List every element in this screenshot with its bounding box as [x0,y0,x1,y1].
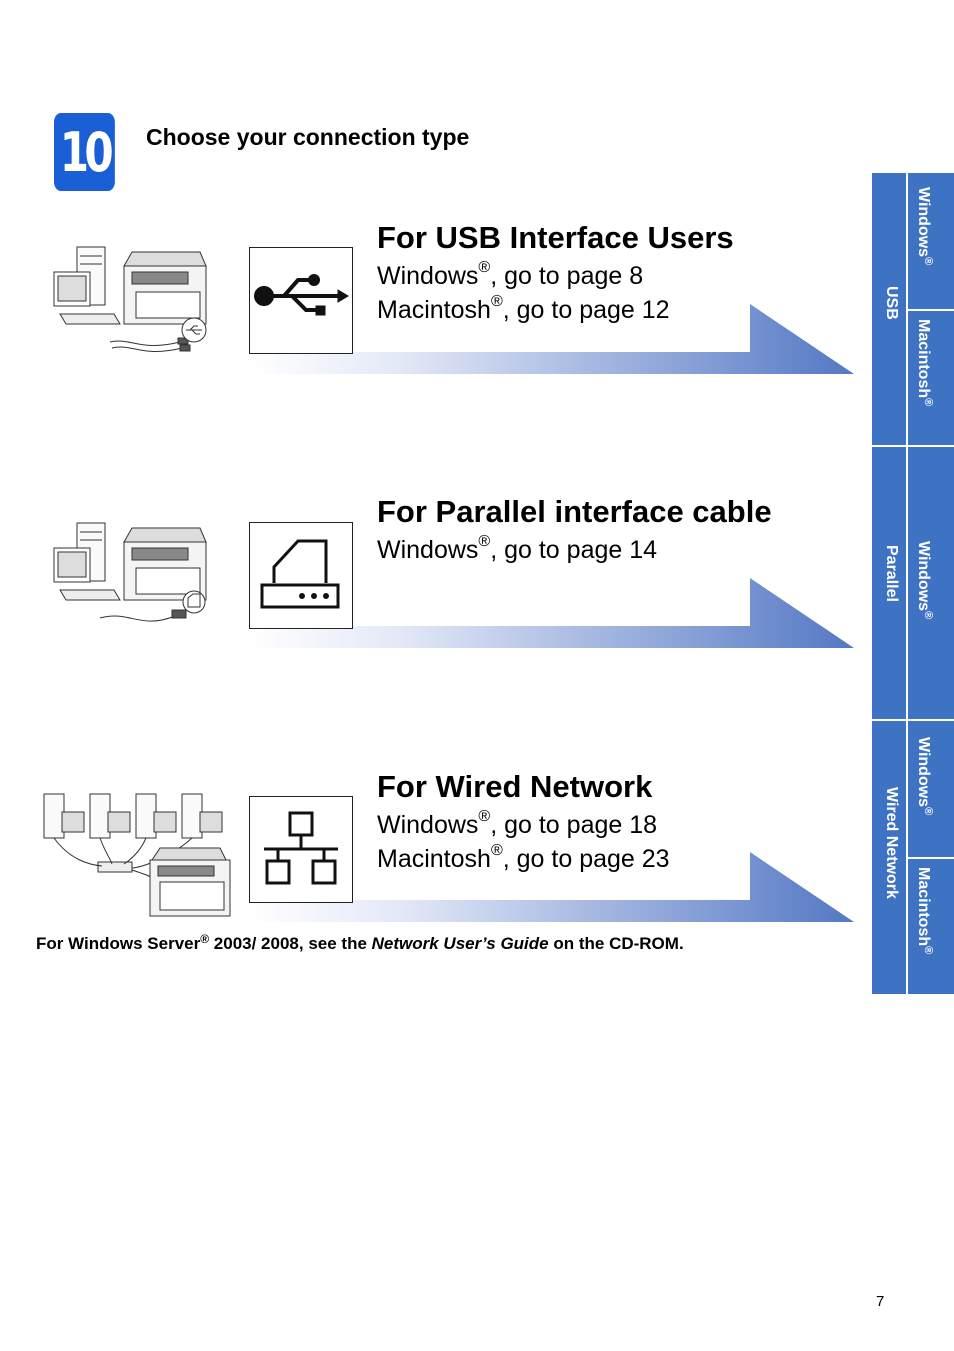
sidebar-usb-macintosh: Macintosh® [915,319,934,407]
network-arrow-band [250,852,854,922]
usb-computer-printer-illustration [53,246,207,352]
sidebar-usb-windows: Windows® [915,187,934,266]
sidebar-wired-windows: Windows® [915,737,934,816]
network-section-title: For Wired Network [377,769,653,804]
parallel-arrow-band [250,578,854,648]
parallel-port-icon [260,539,340,609]
sidebar-parallel-label: Parallel [883,545,900,602]
sidebar-wired-network-label: Wired Network [883,787,900,899]
page-number: 7 [876,1293,885,1310]
parallel-computer-printer-illustration [53,522,207,622]
step-title: Choose your connection type [146,124,470,150]
parallel-windows-line: Windows®, go to page 14 [377,533,658,564]
network-icon [264,811,338,885]
network-computers-printer-illustration [43,793,231,917]
sidebar-parallel-windows: Windows® [915,541,934,620]
network-windows-line: Windows®, go to page 18 [377,808,658,839]
windows-server-footnote: For Windows Server® 2003/ 2008, see the … [36,932,684,953]
usb-icon-box [249,247,353,354]
usb-windows-line: Windows®, go to page 8 [377,259,644,290]
usb-icon [254,274,349,316]
step-number-badge: 10 [54,113,115,191]
usb-arrow-band [250,304,854,374]
sidebar-tab-parallel[interactable]: Parallel Windows® [872,445,954,720]
parallel-section-title: For Parallel interface cable [377,494,772,529]
network-users-guide-ref: Network User’s Guide [371,934,549,953]
network-icon-box [249,796,353,903]
sidebar-tab-usb[interactable]: USB Windows® Macintosh® [872,171,954,446]
usb-section-title: For USB Interface Users [377,220,734,255]
usb-macintosh-line: Macintosh®, go to page 12 [377,293,670,324]
sidebar-wired-macintosh: Macintosh® [915,867,934,955]
parallel-icon-box [249,522,353,629]
sidebar-usb-label: USB [883,286,900,320]
network-macintosh-line: Macintosh®, go to page 23 [377,842,670,873]
sidebar-tab-wired-network[interactable]: Wired Network Windows® Macintosh® [872,719,954,994]
